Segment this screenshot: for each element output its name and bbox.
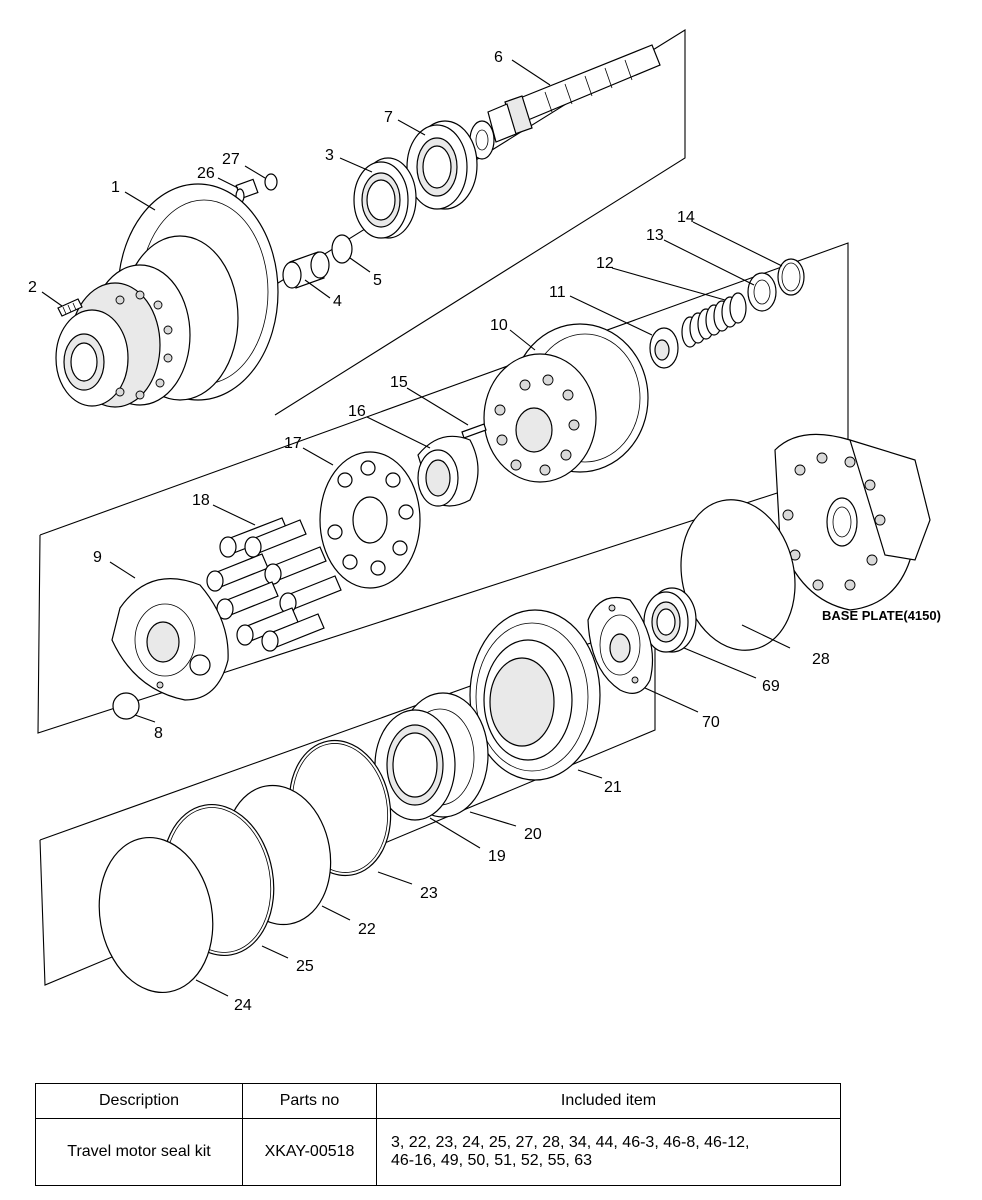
callout-13: 13 [646, 227, 664, 244]
callout-17: 17 [284, 435, 302, 452]
part-27-o-ring [264, 173, 278, 191]
part-8-ball [112, 692, 140, 720]
callout-2: 2 [28, 279, 37, 296]
part-12-spring [681, 292, 747, 348]
header-parts-no: Parts no [242, 1083, 377, 1119]
part-21-housing-ring [469, 609, 601, 781]
part-6-shaft [469, 44, 661, 160]
base-plate-assembly [774, 433, 931, 611]
part-11-washer [649, 327, 679, 369]
callout-20: 20 [524, 826, 542, 843]
exploded-parts-diagram: 6 7 3 27 26 1 2 4 5 14 13 12 11 10 15 16… [28, 29, 941, 1014]
part-4-sleeve [282, 251, 330, 289]
callout-11: 11 [549, 284, 566, 301]
cell-included-item: 3, 22, 23, 24, 25, 27, 28, 34, 44, 46-3,… [376, 1118, 841, 1186]
part-2-bolt [57, 298, 83, 317]
cell-parts-no: XKAY-00518 [242, 1118, 377, 1186]
included-item-line-1: 3, 22, 23, 24, 25, 27, 28, 34, 44, 46-3,… [391, 1134, 750, 1151]
callout-7: 7 [384, 109, 393, 126]
callout-18: 18 [192, 492, 210, 509]
part-5-ring [331, 234, 353, 264]
callout-26: 26 [197, 165, 215, 182]
part-14-snap-ring [777, 258, 805, 296]
part-15-pin [461, 423, 487, 439]
callout-24: 24 [234, 997, 252, 1014]
part-16-spherical-bushing [417, 435, 479, 507]
cell-description: Travel motor seal kit [35, 1118, 243, 1186]
seal-kit-table: Description Parts no Included item Trave… [35, 1083, 841, 1186]
part-13-ring [747, 272, 777, 312]
leader-lines [41, 59, 791, 997]
callout-9: 9 [93, 549, 102, 566]
callout-10: 10 [490, 317, 508, 334]
callout-4: 4 [333, 293, 342, 310]
callout-1: 1 [111, 179, 120, 196]
callout-5: 5 [373, 272, 382, 289]
part-9-swash-plate [111, 578, 229, 701]
callout-8: 8 [154, 725, 163, 742]
callout-15: 15 [390, 374, 408, 391]
part-18-pistons [206, 517, 342, 652]
part-17-retainer-plate [319, 451, 421, 589]
callouts: 6 7 3 27 26 1 2 4 5 14 13 12 11 10 15 16… [28, 49, 941, 1014]
included-item-line-2: 46-16, 49, 50, 51, 52, 55, 63 [391, 1152, 593, 1169]
callout-28: 28 [812, 651, 830, 668]
callout-16: 16 [348, 403, 366, 420]
table-row: Travel motor seal kit XKAY-00518 3, 22, … [35, 1118, 841, 1186]
table-header-row: Description Parts no Included item [35, 1083, 841, 1119]
part-7-bearing [406, 120, 478, 210]
part-10-cylinder-block [483, 323, 649, 483]
callout-3: 3 [325, 147, 334, 164]
part-1-housing [55, 183, 279, 408]
callout-23: 23 [420, 885, 438, 902]
callout-27: 27 [222, 151, 240, 168]
part-19-friction-plate [374, 709, 456, 821]
header-description: Description [35, 1083, 243, 1119]
header-included-item: Included item [376, 1083, 841, 1119]
callout-22: 22 [358, 921, 376, 938]
callout-21: 21 [604, 779, 622, 796]
part-28-o-ring [680, 499, 796, 651]
part-24-o-ring [98, 836, 214, 994]
callout-6: 6 [494, 49, 503, 66]
part-3-bearing [353, 157, 417, 239]
callout-25: 25 [296, 958, 314, 975]
callout-19: 19 [488, 848, 506, 865]
callout-69: 69 [762, 678, 780, 695]
callout-14: 14 [677, 209, 695, 226]
base-plate-label: BASE PLATE(4150) [822, 608, 941, 623]
part-70-valve-plate [587, 596, 653, 694]
callout-12: 12 [596, 255, 614, 272]
part-69-bearing [643, 587, 697, 653]
callout-70: 70 [702, 714, 720, 731]
